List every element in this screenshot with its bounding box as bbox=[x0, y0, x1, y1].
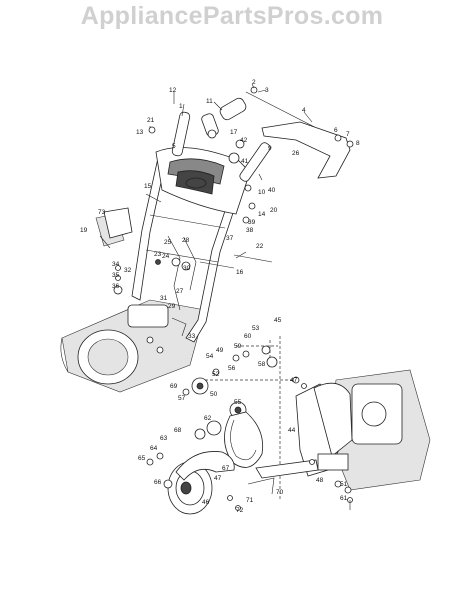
callout-12: 12 bbox=[169, 87, 177, 94]
callout-25: 25 bbox=[164, 239, 172, 246]
callout-29: 29 bbox=[168, 303, 176, 310]
callout-19: 19 bbox=[80, 227, 88, 234]
callout-3: 3 bbox=[265, 87, 269, 94]
callout-26: 26 bbox=[292, 150, 300, 157]
callout-1: 1 bbox=[179, 103, 183, 110]
callout-24: 24 bbox=[162, 253, 170, 260]
callout-4: 4 bbox=[302, 107, 306, 114]
callout-35: 35 bbox=[112, 272, 120, 279]
callout-31: 31 bbox=[160, 295, 168, 302]
callout-47b: 47 bbox=[214, 475, 222, 482]
callout-70: 70 bbox=[276, 489, 284, 496]
fasteners bbox=[113, 126, 256, 295]
callout-62: 62 bbox=[204, 415, 212, 422]
callout-42: 42 bbox=[240, 137, 248, 144]
callout-50: 50 bbox=[210, 391, 218, 398]
callout-45: 45 bbox=[274, 317, 282, 324]
callout-69: 69 bbox=[170, 383, 178, 390]
callout-57: 57 bbox=[178, 395, 186, 402]
engine bbox=[247, 369, 431, 495]
callout-28: 28 bbox=[182, 237, 190, 244]
callout-20: 20 bbox=[270, 207, 278, 214]
handle-frame bbox=[131, 157, 241, 343]
callout-44: 44 bbox=[288, 427, 296, 434]
callout-2: 2 bbox=[252, 79, 256, 86]
callout-59: 59 bbox=[234, 343, 242, 350]
callout-54: 54 bbox=[206, 353, 214, 360]
callout-52: 52 bbox=[212, 371, 220, 378]
callout-58: 58 bbox=[258, 361, 266, 368]
callout-14: 14 bbox=[258, 211, 266, 218]
callout-15: 15 bbox=[144, 183, 152, 190]
handle-grips bbox=[171, 97, 271, 182]
callout-13: 13 bbox=[136, 129, 144, 136]
callout-8: 8 bbox=[356, 140, 360, 147]
control-rod bbox=[245, 86, 354, 179]
callout-67: 67 bbox=[222, 465, 230, 472]
callout-6: 6 bbox=[334, 127, 338, 134]
callout-41: 41 bbox=[241, 158, 249, 165]
callout-32: 32 bbox=[124, 267, 132, 274]
callout-labels: 12 2 3 11 1 4 21 17 13 6 7 42 8 9 5 26 4… bbox=[80, 79, 360, 514]
callout-56: 56 bbox=[228, 365, 236, 372]
callout-66: 66 bbox=[154, 479, 162, 486]
callout-64: 64 bbox=[150, 445, 158, 452]
callout-72: 72 bbox=[236, 507, 244, 514]
callout-23: 23 bbox=[154, 251, 162, 258]
callout-34: 34 bbox=[112, 261, 120, 268]
callout-30: 30 bbox=[183, 265, 191, 272]
auger-housing bbox=[60, 299, 206, 393]
callout-49: 49 bbox=[216, 347, 224, 354]
callout-71: 71 bbox=[246, 497, 254, 504]
callout-22: 22 bbox=[256, 243, 264, 250]
callout-17: 17 bbox=[230, 129, 238, 136]
callout-46: 46 bbox=[202, 499, 210, 506]
callout-73: 73 bbox=[98, 209, 106, 216]
callout-68: 68 bbox=[174, 427, 182, 434]
callout-51: 51 bbox=[340, 481, 348, 488]
callout-36: 36 bbox=[112, 283, 120, 290]
callout-60: 60 bbox=[244, 333, 252, 340]
watermark: AppliancePartsPros.com bbox=[80, 2, 384, 30]
callout-21: 21 bbox=[147, 117, 155, 124]
callout-33: 33 bbox=[188, 333, 196, 340]
chute-controls bbox=[95, 207, 273, 337]
callout-11: 11 bbox=[206, 98, 213, 105]
callout-53: 53 bbox=[252, 325, 260, 332]
small-parts bbox=[182, 345, 353, 511]
drive-pulleys bbox=[146, 377, 264, 515]
callout-38: 38 bbox=[246, 227, 254, 234]
callout-61: 61 bbox=[340, 495, 348, 502]
callout-7: 7 bbox=[346, 131, 350, 138]
callout-9: 9 bbox=[268, 145, 272, 152]
callout-10: 10 bbox=[258, 189, 266, 196]
leader-lines bbox=[99, 83, 313, 259]
callout-55: 55 bbox=[234, 399, 242, 406]
callout-37: 37 bbox=[226, 235, 234, 242]
callout-63: 63 bbox=[160, 435, 168, 442]
callout-39: 39 bbox=[248, 219, 256, 226]
callout-16: 16 bbox=[236, 269, 244, 276]
callout-27: 27 bbox=[176, 288, 184, 295]
callout-5: 5 bbox=[172, 143, 176, 150]
callout-47: 47 bbox=[290, 377, 298, 384]
callout-48: 48 bbox=[316, 477, 324, 484]
callout-40: 40 bbox=[268, 187, 276, 194]
callout-65: 65 bbox=[138, 455, 146, 462]
